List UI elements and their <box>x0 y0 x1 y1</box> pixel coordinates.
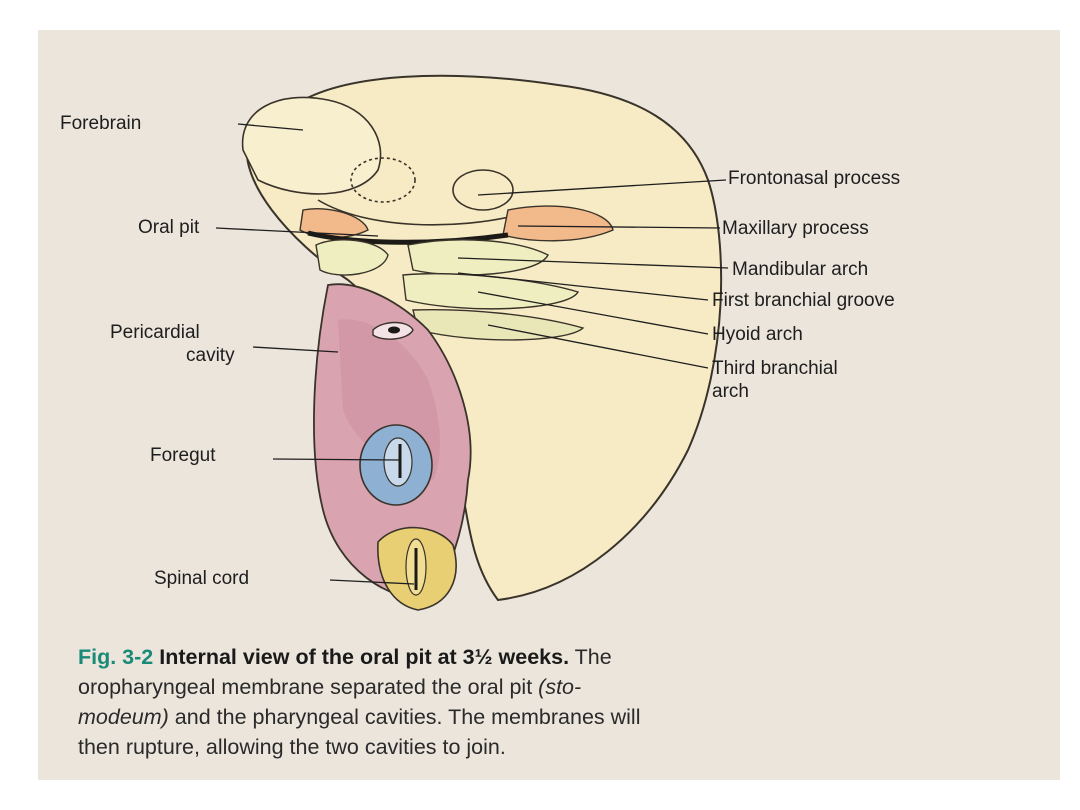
forebrain-bulge <box>241 96 382 195</box>
label-third-arch-line2: arch <box>712 381 749 402</box>
caption-line3-text: and the pharyngeal cavities. The membran… <box>174 705 641 729</box>
caption-line-2: oropharyngeal membrane separated the ora… <box>78 672 1048 702</box>
label-third-arch-line1: Third branchial <box>712 358 838 379</box>
label-frontonasal: Frontonasal process <box>728 168 901 189</box>
leader-frontonasal <box>477 179 727 196</box>
label-pericardial-line1: Pericardial <box>110 322 200 343</box>
oral-pit-slit <box>307 230 509 245</box>
foregut-lumen-ring <box>383 437 413 487</box>
third-arch <box>412 308 585 341</box>
leader-pericardial <box>252 346 339 353</box>
leader-hyoid <box>477 291 709 335</box>
pericardial-opening-dot <box>388 326 400 334</box>
label-oral-pit: Oral pit <box>138 217 200 238</box>
leader-spinal-cord <box>329 579 415 585</box>
label-foregut: Foregut <box>150 445 216 466</box>
label-hyoid: Hyoid arch <box>712 324 803 345</box>
frontonasal-fold <box>317 199 519 226</box>
label-mandibular: Mandibular arch <box>732 259 869 280</box>
hyoid-arch <box>402 273 580 310</box>
leader-foregut <box>272 458 401 461</box>
caption-fig-title: Internal view of the oral pit at 3½ week… <box>159 645 570 669</box>
caption-line4-text: then rupture, allowing the two cavities … <box>78 735 506 759</box>
label-spinal-cord: Spinal cord <box>154 568 250 589</box>
label-maxillary: Maxillary process <box>722 218 869 239</box>
label-pericardial-line2: cavity <box>186 345 235 366</box>
caption-line2-italic: (sto- <box>538 675 582 699</box>
embryo-illustration <box>215 74 729 611</box>
label-forebrain: Forebrain <box>60 113 142 134</box>
scanned-page: Forebrain Oral pit Pericardial cavity Fo… <box>38 30 1060 780</box>
figure-caption: Fig. 3-2 Internal view of the oral pit a… <box>78 642 1048 762</box>
leader-maxillary <box>517 225 721 229</box>
mandibular-arch-left <box>315 239 389 276</box>
leader-first-groove <box>457 272 709 301</box>
leader-forebrain <box>237 123 304 131</box>
caption-line-3: modeum) and the pharyngeal cavities. The… <box>78 702 1048 732</box>
nasal-placode-left <box>350 157 416 203</box>
nasal-placode-right <box>452 169 514 211</box>
caption-line3-italic: modeum) <box>78 705 169 729</box>
leader-third-arch <box>487 324 709 369</box>
caption-line1-rest: The <box>574 645 612 669</box>
caption-fig-number: Fig. 3-2 <box>78 645 154 669</box>
label-first-groove: First branchial groove <box>712 290 895 311</box>
caption-line-4: then rupture, allowing the two cavities … <box>78 732 1048 762</box>
maxillary-process-right <box>502 205 614 242</box>
leader-mandibular <box>457 257 729 269</box>
caption-line2-text: oropharyngeal membrane separated the ora… <box>78 675 533 699</box>
caption-line-1: Fig. 3-2 Internal view of the oral pit a… <box>78 642 1048 672</box>
leader-oral-pit <box>215 227 379 237</box>
